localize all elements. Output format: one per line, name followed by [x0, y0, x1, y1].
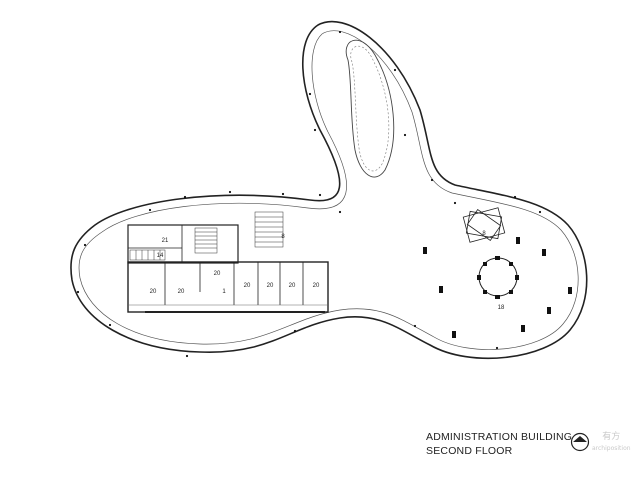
office-block-upper	[127, 224, 239, 264]
room-label-21: 21	[162, 238, 169, 244]
caption-subtitle: SECOND FLOOR	[426, 445, 513, 457]
stair-west	[194, 227, 218, 254]
room-label-20-a: 20	[214, 271, 221, 277]
room-label-8-pavilion: 8	[482, 231, 486, 237]
room-label-18: 18	[498, 305, 505, 311]
room-label-20-c: 20	[178, 289, 185, 295]
watermark-line1: 有方	[602, 432, 621, 442]
room-label-20-d: 20	[244, 283, 251, 289]
room-label-20-f: 20	[289, 283, 296, 289]
building-inner-outline	[78, 30, 579, 350]
watermark-line2: archiposition	[592, 445, 631, 452]
building-outline	[70, 20, 588, 360]
upper-ring-dashed	[350, 45, 390, 172]
caption-title: ADMINISTRATION BUILDING	[426, 431, 573, 443]
pavilion-8	[462, 207, 506, 243]
room-label-20-g: 20	[313, 283, 320, 289]
office-block	[127, 261, 329, 313]
room-label-20-b: 20	[150, 289, 157, 295]
stair-central	[254, 211, 284, 248]
room-label-8-stair: 8	[281, 234, 285, 240]
hall-columns	[423, 237, 572, 338]
ring-columns	[477, 256, 519, 299]
room-label-20-e: 20	[267, 283, 274, 289]
stair-small	[129, 249, 166, 261]
room-label-14: 14	[157, 253, 164, 259]
north-arrow-icon	[570, 432, 590, 452]
room-label-1: 1	[222, 289, 226, 295]
perimeter-dots	[76, 30, 542, 358]
upper-ring-void	[345, 39, 395, 178]
watermark: 有方 archiposition	[592, 432, 631, 454]
drawing-caption: ADMINISTRATION BUILDING SECOND FLOOR	[426, 430, 572, 458]
